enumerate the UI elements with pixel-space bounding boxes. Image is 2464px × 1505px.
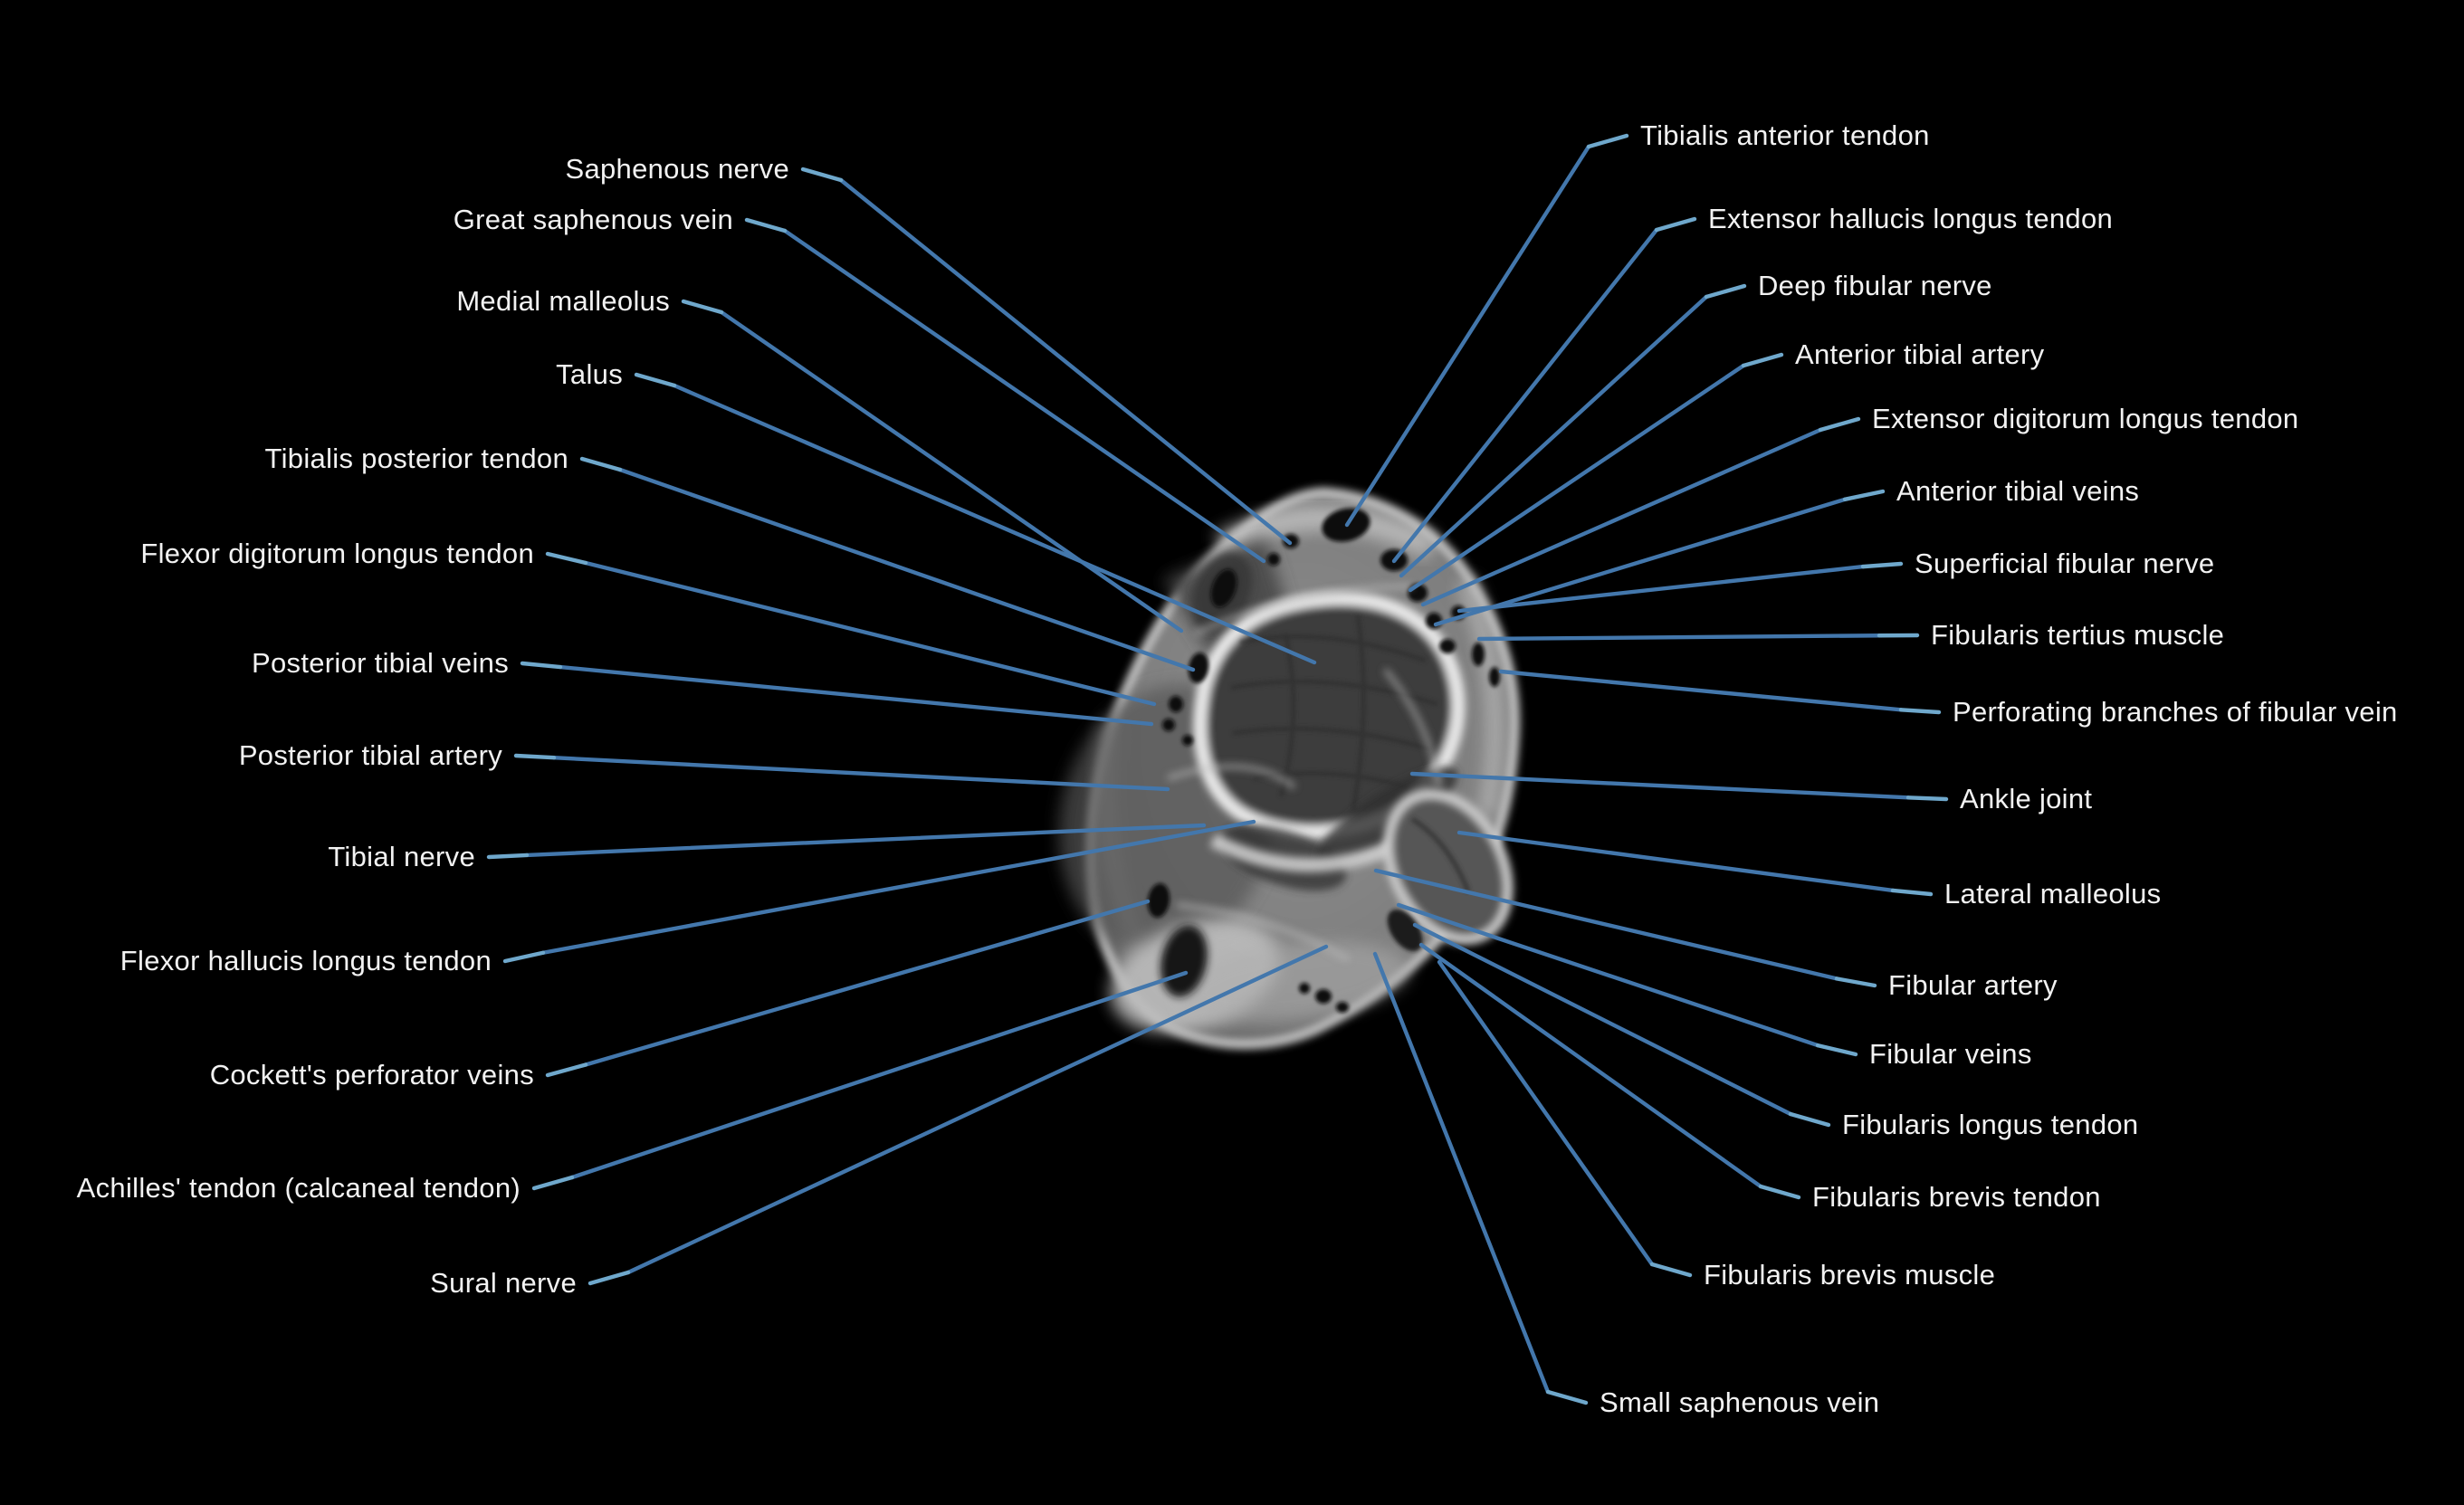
leader-stub-small-saphenous-vein [1545, 1389, 1589, 1405]
label-superficial-fibular-nerve: Superficial fibular nerve [1915, 548, 2215, 579]
leader-line-fibularis-longus-tendon [1412, 922, 1793, 1117]
leader-line-lateral-malleolus [1456, 830, 1896, 893]
label-tibialis-anterior-tendon: Tibialis anterior tendon [1640, 119, 1930, 151]
leader-line-small-saphenous-vein [1372, 951, 1551, 1395]
leader-line-tibial-nerve [524, 823, 1207, 858]
leader-stub-tibialis-anterior-tendon [1586, 133, 1629, 149]
label-fibular-artery: Fibular artery [1888, 969, 2058, 1001]
label-ankle-joint: Ankle joint [1960, 783, 2093, 814]
label-great-saphenous-vein: Great saphenous vein [453, 204, 733, 235]
leader-stub-flexor-digitorum-longus-tendon [545, 551, 588, 566]
label-posterior-tibial-artery: Posterior tibial artery [238, 739, 502, 771]
mri-posterior-fat [1179, 941, 1410, 1023]
leader-stub-extensor-digitorum-longus-tendon [1818, 416, 1861, 433]
leader-line-flexor-hallucis-longus-tendon [540, 819, 1256, 955]
label-fibularis-longus-tendon: Fibularis longus tendon [1842, 1109, 2139, 1140]
label-lateral-malleolus: Lateral malleolus [1944, 878, 2162, 910]
mri-fibula-texture [1410, 816, 1471, 893]
leader-stub-perforating-branches-of-fibular-vein [1898, 708, 1942, 715]
label-sural-nerve: Sural nerve [430, 1267, 577, 1299]
mri-tendon-dots [1147, 508, 1500, 1013]
leader-stub-achilles-tendon [531, 1175, 575, 1191]
leader-stub-fibularis-brevis-tendon [1758, 1184, 1801, 1200]
label-cocketts-perforator-veins: Cockett's perforator veins [209, 1059, 534, 1091]
leader-line-achilles-tendon [569, 970, 1189, 1180]
leader-line-medial-malleolus [719, 310, 1184, 633]
leader-stub-tibial-nerve [486, 853, 530, 860]
label-fibularis-tertius-muscle: Fibularis tertius muscle [1931, 619, 2225, 651]
label-flexor-hallucis-longus-tendon: Flexor hallucis longus tendon [119, 945, 492, 976]
leader-stub-ankle-joint [1905, 795, 1949, 802]
leader-stub-anterior-tibial-artery [1741, 352, 1784, 368]
mri-lateral-notch [1387, 910, 1423, 951]
leader-stub-fibular-artery [1834, 976, 1877, 988]
label-extensor-hallucis-longus-tendon: Extensor hallucis longus tendon [1708, 203, 2114, 234]
leader-line-perforating-branches-of-fibular-vein [1498, 669, 1904, 712]
mri-ankle-cross-section [1058, 487, 1521, 1050]
label-tibial-nerve: Tibial nerve [328, 841, 475, 872]
leader-stub-anterior-tibial-veins [1842, 489, 1886, 502]
leader-line-anterior-tibial-veins [1433, 497, 1848, 627]
leader-line-sural-nerve [626, 944, 1329, 1275]
label-fibularis-brevis-tendon: Fibularis brevis tendon [1812, 1181, 2101, 1213]
leader-stub-deep-fibular-nerve [1704, 283, 1747, 300]
label-anterior-tibial-veins: Anterior tibial veins [1896, 475, 2140, 507]
label-small-saphenous-vein: Small saphenous vein [1600, 1386, 1880, 1418]
leader-line-fibular-artery [1373, 868, 1839, 981]
leader-line-saphenous-nerve [838, 177, 1293, 546]
leader-line-fibularis-brevis-muscle [1437, 959, 1655, 1267]
leader-line-cocketts-perforator-veins [583, 899, 1151, 1067]
leader-line-fibularis-brevis-tendon [1418, 942, 1763, 1189]
leader-line-ankle-joint [1409, 771, 1911, 800]
leader-line-posterior-tibial-artery [551, 756, 1170, 792]
leader-stub-tibialis-posterior-tendon [579, 456, 623, 472]
leader-stub-posterior-tibial-veins [520, 661, 563, 670]
leader-line-extensor-hallucis-longus-tendon [1391, 227, 1659, 564]
label-perforating-branches-of-fibular-vein: Perforating branches of fibular vein [1953, 696, 2398, 728]
leader-line-talus [672, 383, 1317, 665]
label-talus: Talus [556, 358, 623, 390]
label-achilles-tendon: Achilles' tendon (calcaneal tendon) [76, 1172, 520, 1204]
label-flexor-digitorum-longus-tendon: Flexor digitorum longus tendon [140, 538, 534, 569]
leader-stub-flexor-hallucis-longus-tendon [502, 950, 546, 964]
leader-line-flexor-digitorum-longus-tendon [583, 560, 1157, 707]
leader-line-anterior-tibial-artery [1408, 363, 1746, 593]
leader-line-fibularis-tertius-muscle [1476, 633, 1882, 642]
leader-stub-great-saphenous-vein [744, 217, 788, 233]
leader-stub-sural-nerve [587, 1270, 631, 1286]
label-posterior-tibial-veins: Posterior tibial veins [252, 647, 509, 679]
label-fibular-veins: Fibular veins [1869, 1038, 2032, 1070]
leader-stub-cocketts-perforator-veins [545, 1062, 588, 1078]
mri-anterior-fat-band [1214, 507, 1438, 559]
leader-stub-lateral-malleolus [1890, 888, 1934, 897]
label-extensor-digitorum-longus-tendon: Extensor digitorum longus tendon [1872, 403, 2299, 434]
label-medial-malleolus: Medial malleolus [456, 285, 670, 317]
label-fibularis-brevis-muscle: Fibularis brevis muscle [1704, 1259, 1996, 1291]
label-deep-fibular-nerve: Deep fibular nerve [1758, 270, 1992, 301]
leader-line-superficial-fibular-nerve [1456, 564, 1866, 614]
leader-line-deep-fibular-nerve [1399, 294, 1709, 578]
leader-stub-medial-malleolus [681, 299, 724, 315]
leader-stub-extensor-hallucis-longus-tendon [1654, 216, 1697, 233]
leader-stub-saphenous-nerve [800, 167, 844, 183]
leader-stub-talus [634, 372, 677, 388]
leader-line-posterior-tibial-veins [558, 664, 1154, 727]
leader-line-great-saphenous-vein [782, 228, 1266, 564]
leader-stub-fibularis-brevis-muscle [1649, 1262, 1693, 1278]
leader-stub-fibular-veins [1815, 1043, 1858, 1057]
leader-stub-fibularis-longus-tendon [1788, 1111, 1831, 1128]
leader-stub-posterior-tibial-artery [513, 753, 557, 760]
leader-line-tibialis-posterior-tendon [617, 467, 1196, 672]
label-tibialis-posterior-tendon: Tibialis posterior tendon [264, 443, 568, 474]
leader-stub-superficial-fibular-nerve [1860, 561, 1904, 569]
leader-line-fibular-veins [1396, 902, 1820, 1048]
leader-line-tibialis-anterior-tendon [1344, 144, 1591, 528]
label-saphenous-nerve: Saphenous nerve [565, 153, 789, 185]
label-anterior-tibial-artery: Anterior tibial artery [1795, 338, 2045, 370]
leader-line-extensor-digitorum-longus-tendon [1420, 427, 1823, 607]
